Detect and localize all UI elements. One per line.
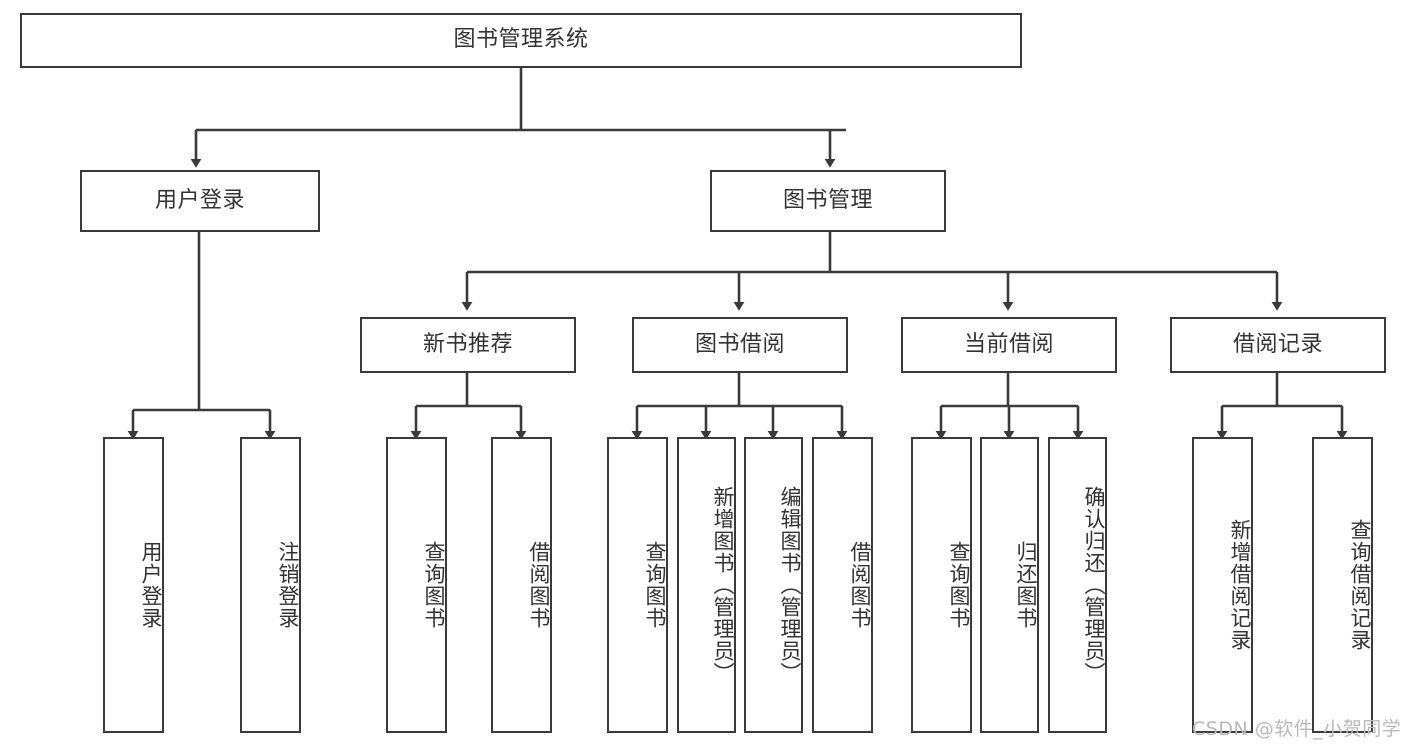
leaf-book-borrow-edit-book-admin[interactable]: 编辑图书（管理员） [744,437,803,733]
leaf-current-borrow-return-book[interactable]: 归还图书 [980,437,1039,733]
leaf-current-borrow-confirm-return-admin[interactable]: 确认归还（管理员） [1048,437,1107,733]
node-book-borrow[interactable]: 图书借阅 [632,317,848,373]
node-current-borrow[interactable]: 当前借阅 [901,317,1117,373]
leaf-current-borrow-query-book[interactable]: 查询图书 [911,437,972,733]
leaf-book-borrow-query-book[interactable]: 查询图书 [607,437,668,733]
node-borrow-record[interactable]: 借阅记录 [1170,317,1386,373]
leaf-user-login-logout[interactable]: 注销登录 [240,437,301,733]
leaf-user-login-login[interactable]: 用户登录 [103,437,164,733]
node-root-book-management-system[interactable]: 图书管理系统 [20,13,1022,68]
node-book-management[interactable]: 图书管理 [710,170,946,232]
csdn-watermark: CSDN @软件_小贺同学 [1192,718,1402,740]
node-user-login[interactable]: 用户登录 [80,170,320,232]
leaf-new-book-query-book[interactable]: 查询图书 [386,437,447,733]
leaf-book-borrow-add-book-admin[interactable]: 新增图书（管理员） [677,437,736,733]
leaf-new-book-borrow-book[interactable]: 借阅图书 [491,437,552,733]
node-new-book-recommend[interactable]: 新书推荐 [360,317,576,373]
leaf-borrow-record-add-record[interactable]: 新增借阅记录 [1192,437,1253,733]
leaf-borrow-record-query-record[interactable]: 查询借阅记录 [1312,437,1373,733]
leaf-book-borrow-borrow-book[interactable]: 借阅图书 [812,437,873,733]
